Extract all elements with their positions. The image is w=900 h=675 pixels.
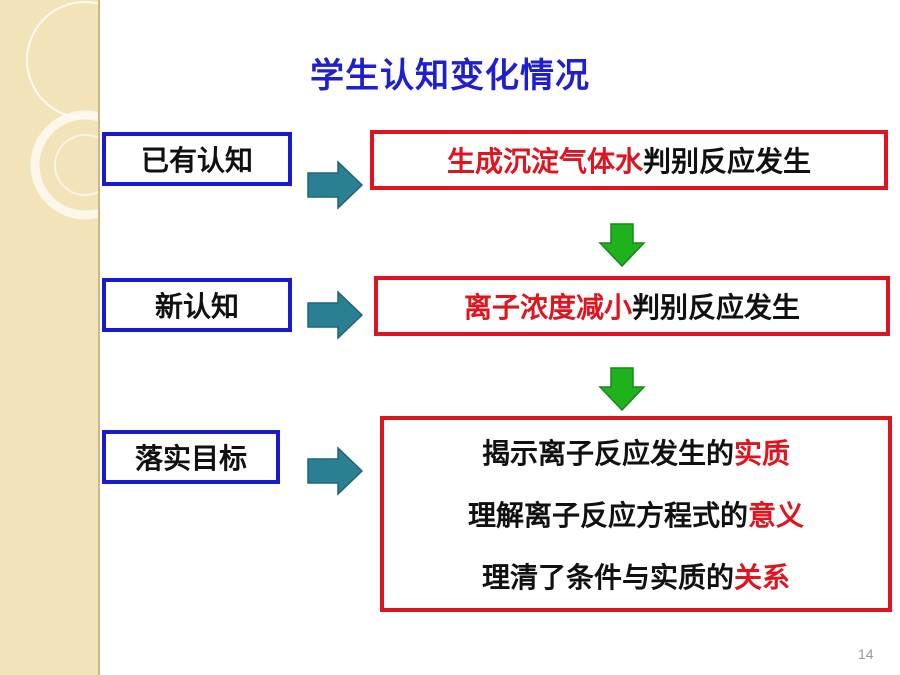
page-number: 14: [858, 646, 874, 662]
new-cognition-label: 新认知: [154, 290, 239, 323]
goal-label: 落实目标: [134, 442, 247, 475]
goal-line-highlight: 关系: [734, 561, 791, 594]
goal-line-text: 揭示离子反应发生的: [481, 437, 734, 470]
decorative-sidebar: [0, 0, 100, 675]
new-cognition-box: 新认知: [102, 278, 292, 332]
new-cognition-content-box: 离子浓度减小判别反应发生: [374, 276, 890, 336]
goal-line-essence: 揭示离子反应发生的实质: [482, 432, 790, 472]
goal-box: 落实目标: [102, 430, 280, 484]
new-cognition-highlight: 离子浓度减小: [463, 291, 632, 324]
slide-title: 学生认知变化情况: [310, 56, 590, 96]
down-arrow-icon: [598, 367, 646, 412]
down-arrow-icon: [598, 223, 646, 268]
right-arrow-icon: [307, 290, 364, 340]
goal-line-relation: 理清了条件与实质的关系: [482, 556, 790, 596]
known-cognition-box: 已有认知: [102, 132, 292, 186]
goal-line-highlight: 实质: [734, 437, 791, 470]
right-arrow-icon: [307, 446, 364, 496]
known-cognition-label: 已有认知: [140, 144, 253, 177]
right-arrow-icon: [307, 160, 364, 210]
goal-content-box: 揭示离子反应发生的实质 理解离子反应方程式的意义 理清了条件与实质的关系: [380, 416, 892, 612]
sidebar-circles-decoration: [26, 1, 98, 220]
goal-line-highlight: 意义: [748, 499, 805, 532]
known-cognition-content-box: 生成沉淀气体水判别反应发生: [370, 130, 888, 190]
goal-line-text: 理清了条件与实质的: [481, 561, 734, 594]
known-cognition-text: 判别反应发生: [643, 145, 812, 178]
new-cognition-text: 判别反应发生: [632, 291, 801, 324]
known-cognition-highlight: 生成沉淀气体水: [446, 145, 643, 178]
goal-line-text: 理解离子反应方程式的: [467, 499, 748, 532]
goal-line-meaning: 理解离子反应方程式的意义: [468, 494, 804, 534]
